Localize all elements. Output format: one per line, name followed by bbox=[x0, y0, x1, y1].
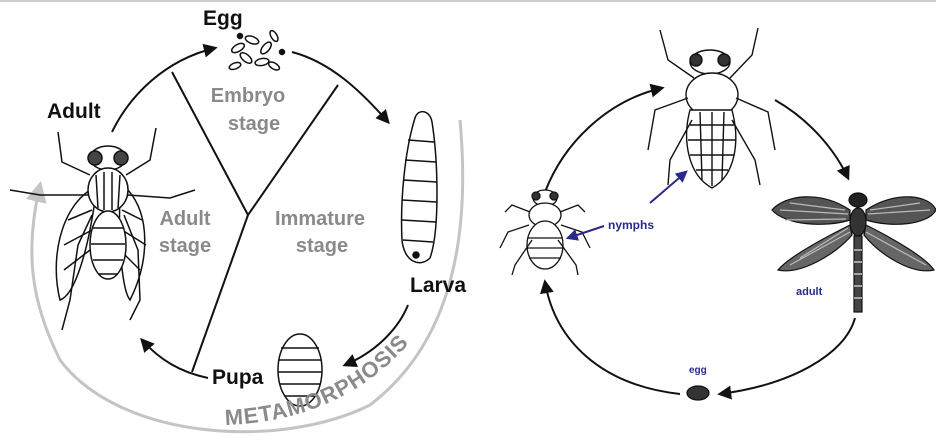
larva-label: Larva bbox=[410, 274, 466, 297]
svg-text:stage: stage bbox=[296, 235, 348, 257]
nymphs-pointer-arrow-small bbox=[568, 226, 604, 238]
incomplete-metamorphosis-diagram: nymphs adult egg bbox=[500, 28, 936, 400]
svg-text:stage: stage bbox=[159, 235, 211, 257]
arrow-adult-to-egg bbox=[112, 48, 215, 132]
arrow-nymph-to-large-nymph bbox=[545, 88, 662, 192]
egg-label: Egg bbox=[203, 7, 243, 30]
svg-text:Immature: Immature bbox=[275, 208, 365, 230]
svg-text:Adult: Adult bbox=[159, 208, 210, 230]
embryo-stage-label: Embryo stage bbox=[211, 85, 285, 135]
egg-right-label: egg bbox=[689, 365, 707, 376]
adult-dragonfly-label: adult bbox=[796, 286, 823, 298]
adult-stage-label: Adult stage bbox=[159, 208, 211, 257]
svg-text:stage: stage bbox=[228, 113, 280, 135]
larva-illustration bbox=[402, 112, 437, 263]
arrow-egg-to-larva bbox=[292, 52, 388, 122]
egg-cluster-illustration bbox=[228, 29, 284, 71]
immature-stage-label: Immature stage bbox=[275, 208, 365, 257]
arrow-large-nymph-to-adult bbox=[775, 100, 848, 178]
svg-text:Embryo: Embryo bbox=[211, 85, 285, 107]
egg-illustration bbox=[687, 386, 709, 400]
small-nymph-illustration bbox=[500, 190, 590, 275]
complete-metamorphosis-diagram: Egg Adult Larva Pupa Embryo stage Adult … bbox=[10, 7, 466, 432]
arrow-adult-to-egg bbox=[720, 318, 855, 394]
pupa-label: Pupa bbox=[212, 366, 264, 389]
arrow-pupa-to-adult bbox=[142, 340, 208, 378]
arrow-egg-to-nymph bbox=[545, 282, 680, 394]
large-nymph-illustration bbox=[648, 28, 775, 188]
adult-label: Adult bbox=[47, 100, 101, 123]
nymphs-label: nymphs bbox=[608, 218, 654, 232]
